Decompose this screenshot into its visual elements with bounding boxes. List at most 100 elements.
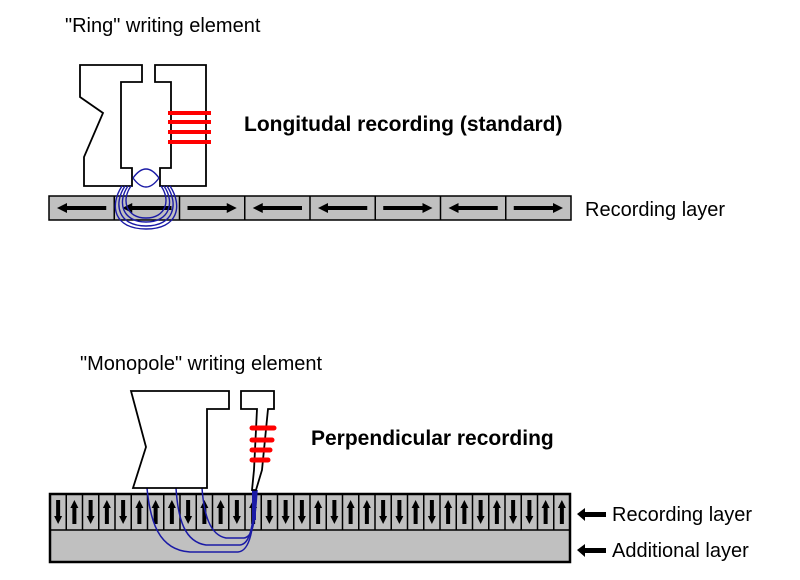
arrow-left-icon xyxy=(577,544,606,557)
perpendicular-cell xyxy=(536,494,550,530)
monopole-field-lines xyxy=(146,487,258,553)
ring-element-caption: "Ring" writing element xyxy=(65,15,261,37)
monopole-coil xyxy=(249,425,277,463)
arrow-right-icon xyxy=(187,203,237,213)
arrow-up-icon xyxy=(151,500,160,524)
arrow-down-icon xyxy=(86,500,95,524)
arrow-right-icon xyxy=(513,203,563,213)
perpendicular-cell xyxy=(260,494,274,530)
ring-coil xyxy=(168,111,211,144)
arrow-up-icon xyxy=(460,500,469,524)
arrow-up-icon xyxy=(444,500,453,524)
monopole-writing-element xyxy=(129,390,277,491)
arrow-up-icon xyxy=(492,500,501,524)
perpendicular-cell xyxy=(179,494,193,530)
perpendicular-cell xyxy=(276,494,290,530)
longitudinal-cells xyxy=(57,196,563,220)
perpendicular-recording-layer-label: Recording layer xyxy=(612,504,752,526)
arrow-down-icon xyxy=(379,500,388,524)
arrow-down-icon xyxy=(509,500,518,524)
perpendicular-cell xyxy=(374,494,388,530)
perpendicular-cell xyxy=(309,494,323,530)
arrow-up-icon xyxy=(362,500,371,524)
arrow-down-icon xyxy=(281,500,290,524)
perpendicular-cells xyxy=(54,494,566,530)
arrow-left-icon xyxy=(318,203,368,213)
arrow-down-icon xyxy=(265,500,274,524)
perpendicular-cell xyxy=(341,494,355,530)
perpendicular-cell xyxy=(114,494,128,530)
perpendicular-cell xyxy=(471,494,485,530)
additional-layer-label: Additional layer xyxy=(612,540,749,562)
arrow-down-icon xyxy=(54,500,63,524)
perpendicular-cell xyxy=(423,494,436,530)
arrow-down-icon xyxy=(184,500,193,524)
perpendicular-cell xyxy=(488,494,501,530)
perpendicular-cell xyxy=(439,494,453,530)
arrow-up-icon xyxy=(557,500,566,524)
ring-field-lines xyxy=(114,168,178,230)
longitudinal-cell xyxy=(178,196,237,220)
arrow-down-icon xyxy=(395,500,404,524)
longitudinal-cell xyxy=(309,196,368,220)
field-line xyxy=(118,185,174,227)
field-line xyxy=(121,185,171,223)
arrow-left-icon xyxy=(448,203,498,213)
perpendicular-cell xyxy=(163,494,176,530)
arrow-left-icon xyxy=(57,203,107,213)
longitudinal-title: Longitudal recording (standard) xyxy=(244,113,563,136)
longitudinal-cell xyxy=(244,196,302,220)
arrow-down-icon xyxy=(232,500,241,524)
recording-layer-pointer xyxy=(577,508,606,521)
perpendicular-media xyxy=(48,492,572,564)
arrow-up-icon xyxy=(102,500,111,524)
perpendicular-title: Perpendicular recording xyxy=(311,427,554,450)
perpendicular-cell xyxy=(195,494,209,530)
longitudinal-cell xyxy=(113,196,172,220)
ring-head-right-pole xyxy=(154,64,207,187)
arrow-down-icon xyxy=(297,500,306,524)
arrow-down-icon xyxy=(476,500,485,524)
perpendicular-cell xyxy=(130,494,144,530)
perpendicular-cell xyxy=(520,494,534,530)
arrow-up-icon xyxy=(541,500,550,524)
perpendicular-cell xyxy=(358,494,371,530)
arrow-down-icon xyxy=(525,500,534,524)
field-line xyxy=(132,177,160,188)
ring-writing-element xyxy=(79,64,211,230)
arrow-left-icon xyxy=(122,203,172,213)
perpendicular-cell xyxy=(228,494,241,530)
arrow-left-icon xyxy=(252,203,302,213)
arrow-up-icon xyxy=(216,500,225,524)
perpendicular-cell xyxy=(211,494,225,530)
arrow-right-icon xyxy=(383,203,433,213)
monopole-return-pole xyxy=(129,390,230,489)
perpendicular-cell xyxy=(406,494,420,530)
arrow-up-icon xyxy=(314,500,323,524)
longitudinal-layer-label: Recording layer xyxy=(585,199,725,221)
arrow-down-icon xyxy=(427,500,436,524)
field-line xyxy=(132,168,160,179)
field-line xyxy=(125,185,167,219)
arrow-down-icon xyxy=(330,500,339,524)
monopole-element-caption: "Monopole" writing element xyxy=(80,353,323,375)
arrow-left-icon xyxy=(577,508,606,521)
longitudinal-cell xyxy=(57,203,107,213)
perpendicular-cell xyxy=(553,494,566,530)
longitudinal-cell xyxy=(439,196,498,220)
arrow-up-icon xyxy=(346,500,355,524)
perpendicular-cell xyxy=(325,494,339,530)
ring-head-left-pole xyxy=(79,64,143,187)
field-line xyxy=(114,185,178,230)
arrow-down-icon xyxy=(119,500,128,524)
arrow-up-icon xyxy=(411,500,420,524)
perpendicular-cell xyxy=(390,494,404,530)
longitudinal-cell xyxy=(505,196,563,220)
perpendicular-cell xyxy=(54,500,63,524)
additional-layer-pointer xyxy=(577,544,606,557)
arrow-up-icon xyxy=(70,500,79,524)
arrow-up-icon xyxy=(200,500,209,524)
perpendicular-cell xyxy=(146,494,160,530)
perpendicular-cell xyxy=(81,494,95,530)
